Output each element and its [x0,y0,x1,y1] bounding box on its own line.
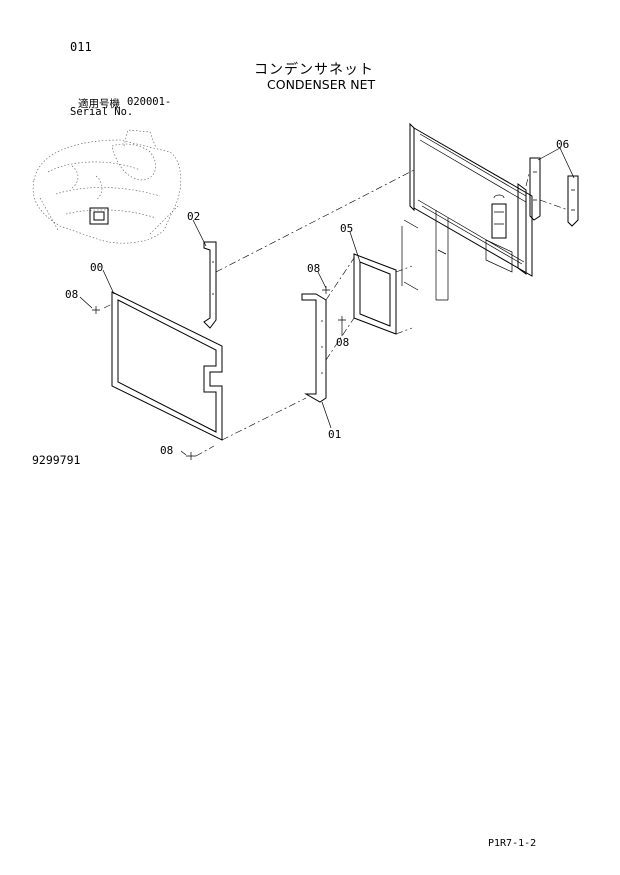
bracket-01 [301,293,327,403]
drawing-number: 9299791 [32,453,81,467]
serial-label-japanese: 適用号機 [78,98,120,110]
serial-value: 020001- [127,96,172,108]
condenser-location-marker [89,207,109,225]
title-english: CONDENSER NET [267,77,376,92]
callout-08: 08 [160,444,173,457]
page-number: 011 [70,40,92,54]
callout-02: 02 [187,210,200,223]
serial-label-english: Serial No. [70,106,134,118]
bracket-02 [203,241,217,329]
callout-06: 06 [556,138,569,151]
leader-lines [79,147,575,456]
callout-08: 08 [65,288,78,301]
callout-labels: 02 00 08 08 05 08 08 01 06 [65,138,569,457]
title-japanese: コンデンサネット [254,62,374,78]
gasket-05 [353,253,397,335]
condenser-assembly [401,122,533,301]
brackets-06 [529,157,579,227]
net-frame-00 [111,291,223,441]
callout-00: 00 [90,261,103,274]
callout-05: 05 [340,222,353,235]
machine-locator-sketch [32,129,182,244]
explosion-lines [103,169,569,457]
sheet-reference: P1R7-1-2 [488,838,537,849]
callout-01: 01 [328,428,341,441]
callout-08: 08 [336,336,349,349]
callout-08: 08 [307,262,320,275]
screws-08 [92,286,346,460]
